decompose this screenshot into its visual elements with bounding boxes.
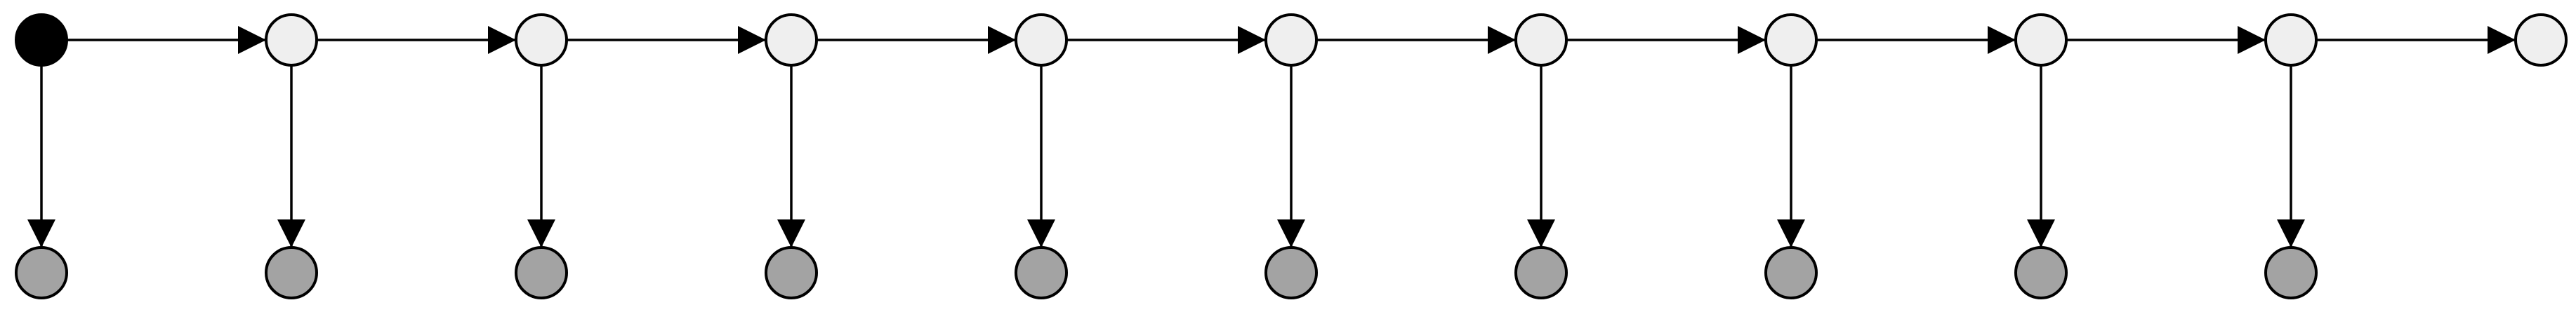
chain-node-s1 [265, 13, 318, 67]
chain-node-s2 [515, 13, 568, 67]
observation-node-o0 [15, 246, 68, 299]
observation-node-o4 [1015, 246, 1068, 299]
chain-node-s10 [2514, 13, 2568, 67]
chain-node-s6 [1514, 13, 1568, 67]
chain-node-s5 [1264, 13, 1318, 67]
chain-node-s7 [1764, 13, 1818, 67]
start-node-s0 [15, 13, 68, 67]
observation-node-o3 [765, 246, 818, 299]
observation-node-o1 [265, 246, 318, 299]
observation-node-o7 [1764, 246, 1818, 299]
chain-node-s8 [2014, 13, 2068, 67]
observation-node-o6 [1514, 246, 1568, 299]
observation-node-o9 [2264, 246, 2318, 299]
observation-node-o5 [1264, 246, 1318, 299]
chain-node-s3 [765, 13, 818, 67]
observation-node-o2 [515, 246, 568, 299]
chain-node-s4 [1015, 13, 1068, 67]
observation-node-o8 [2014, 246, 2068, 299]
chain-node-s9 [2264, 13, 2318, 67]
